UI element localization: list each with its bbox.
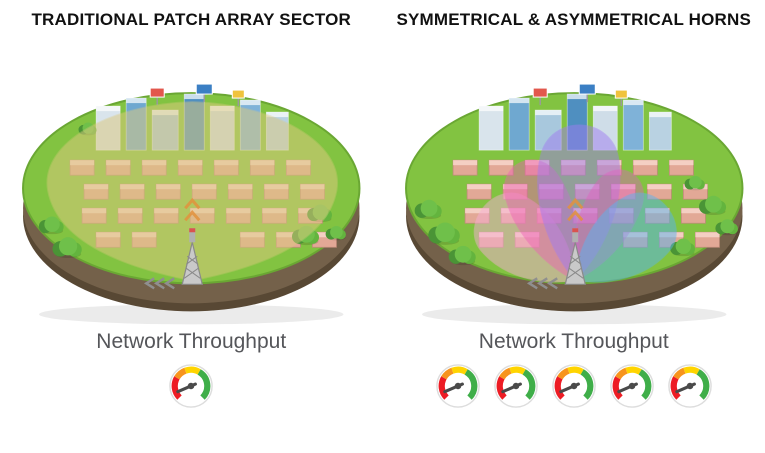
gauge-row-horns	[435, 362, 713, 410]
panel-title-traditional: TRADITIONAL PATCH ARRAY SECTOR	[31, 10, 352, 29]
throughput-gauge	[551, 364, 596, 409]
throughput-label-traditional: Network Throughput	[96, 330, 287, 354]
panel-horns: SYMMETRICAL & ASYMMETRICAL HORNS	[383, 0, 765, 453]
throughput-gauge	[169, 364, 214, 409]
antenna-tower	[526, 197, 586, 290]
signal-up-arrows-icon	[566, 197, 583, 222]
throughput-gauge	[493, 364, 538, 409]
island-illustration-horns	[383, 32, 765, 328]
throughput-gauge	[667, 364, 712, 409]
patch-sector-beam	[46, 101, 338, 282]
tower-mast-tip	[189, 228, 196, 233]
range-chevrons-icon	[526, 277, 558, 290]
throughput-gauge	[609, 364, 654, 409]
panel-title-horns: SYMMETRICAL & ASYMMETRICAL HORNS	[396, 10, 752, 29]
antenna-tower	[143, 197, 204, 290]
island-scene-traditional	[22, 83, 361, 325]
gauge-row-traditional	[168, 362, 214, 410]
tower-mast	[189, 228, 196, 243]
signal-up-arrows-icon	[184, 197, 201, 222]
island-illustration-traditional	[0, 32, 383, 328]
tower-mast-tip	[571, 228, 578, 233]
throughput-label-horns: Network Throughput	[478, 330, 669, 354]
tower-braces	[566, 255, 584, 279]
range-chevrons-icon	[143, 277, 175, 290]
tower-mast	[571, 228, 578, 243]
ground-shadow	[39, 304, 344, 325]
throughput-gauge	[435, 364, 480, 409]
island-scene-horns	[404, 83, 743, 325]
trees-layer	[414, 175, 738, 266]
tower-braces	[183, 255, 201, 279]
ground-shadow	[421, 304, 726, 325]
panel-traditional: TRADITIONAL PATCH ARRAY SECTOR	[0, 10, 383, 410]
